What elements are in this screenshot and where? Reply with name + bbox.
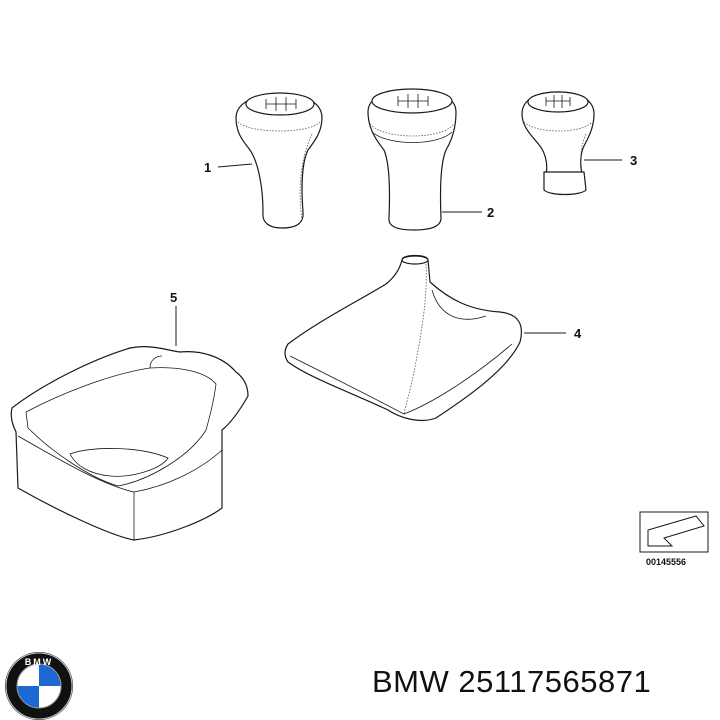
- arrow-icon: [647, 515, 705, 547]
- logo-text: BMW: [25, 657, 54, 667]
- callout-3: 3: [630, 153, 637, 168]
- callout-5: 5: [170, 290, 177, 305]
- shift-pattern-icon: [545, 95, 571, 108]
- diagram-ref-box: 00145556: [639, 511, 709, 567]
- diagram-ref-number: 00145556: [646, 557, 686, 567]
- shift-pattern-icon: [265, 97, 297, 111]
- callout-1: 1: [204, 160, 211, 175]
- callout-2: 2: [487, 205, 494, 220]
- part-caption: BMW 25117565871: [372, 664, 651, 700]
- leader-lines: [175, 159, 622, 346]
- gear-knob-1: [235, 92, 323, 229]
- callout-4: 4: [574, 326, 582, 341]
- part-number: 25117565871: [458, 664, 652, 699]
- console-tray: [10, 346, 249, 541]
- bmw-logo: BMW: [5, 652, 73, 720]
- gear-knob-3: [521, 91, 595, 196]
- gear-knob-2: [367, 88, 457, 231]
- shift-pattern-icon: [397, 94, 429, 108]
- brand-label: BMW: [372, 664, 450, 699]
- shift-boot: [284, 254, 522, 422]
